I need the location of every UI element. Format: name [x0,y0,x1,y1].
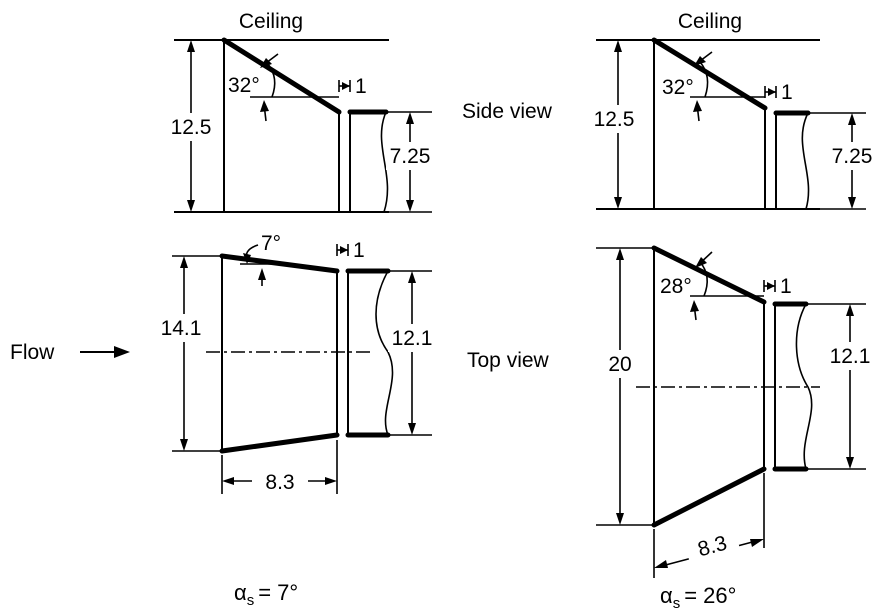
left-caption: αs= 7° [234,580,298,609]
side-view-label: Side view [462,100,553,123]
left-top-height-label: 14.1 [161,317,202,340]
dim-gap [596,350,644,378]
right-top-view: 20 28° 1 12.1 8.3 [596,245,876,578]
right-side-angle-label: 32° [662,76,694,99]
dim-arrow [187,40,195,52]
dim-gap [826,142,878,170]
right-side-height-label: 12.5 [594,108,635,131]
left-side-gap-label: 1 [355,75,367,98]
dim-gap [388,324,436,352]
dim-arrow [180,256,188,268]
dim-arrow [222,477,234,485]
dim-arrow [616,513,624,525]
flow-label: Flow [10,341,55,364]
left-top-angle-label: 7° [261,232,281,255]
dim-arrow [325,477,337,485]
left-side-break-line [380,111,389,213]
right-side-angle-arc [699,61,709,98]
angle-arrow [258,268,266,280]
dim-gap [386,142,434,170]
right-top-gap-label: 1 [780,275,792,298]
left-top-gap-label: 1 [353,239,365,262]
alpha-symbol: α [660,583,673,608]
dim-arrow [768,88,776,96]
right-ceiling-label: Ceiling [678,10,742,33]
right-caption: αs= 26° [660,583,736,612]
dim-arrow [846,457,854,469]
dim-arrow [846,304,854,316]
alpha-subscript: s [247,592,255,609]
left-top-length-label: 8.3 [265,471,294,494]
dim-arrow [767,282,775,290]
right-top-exit-height-label: 12.1 [830,345,871,368]
right-side-break-line [801,112,810,210]
left-side-view: Ceiling 12.5 32° 7.25 1 [168,10,434,213]
dim-arrow [340,246,348,254]
dim-arrow [342,82,350,90]
dim-arrow [848,113,856,125]
dim-arrow [406,200,414,212]
angle-arrow [243,253,251,264]
dim-arrow [408,271,416,283]
left-top-break-line [375,270,394,436]
dim-arrow [614,197,622,209]
dim-arrow [616,248,624,260]
angle-arrow [260,100,269,112]
right-side-view: Ceiling 12.5 32° 1 7.25 [590,10,878,210]
alpha-symbol: α [234,580,247,605]
dim-arrow [614,40,622,52]
dim-gap [824,342,876,370]
right-top-angle-arc [699,261,708,297]
angle-arrow [690,300,699,312]
right-caption-value: = 26° [684,583,736,608]
dim-arrow [406,112,414,124]
left-side-sloped-wall [221,37,342,115]
angle-arrow [693,100,702,112]
dim-gap [168,113,214,141]
angle-arrow [695,257,707,268]
dim-arrow [654,560,668,568]
left-top-exit-height-label: 12.1 [392,327,433,350]
dim-gap [252,468,308,494]
left-top-view: 14.1 Flow 7° 1 12.1 [10,232,436,494]
flow-arrow-head [114,346,130,358]
dim-arrow [180,439,188,451]
dim-arrow [848,197,856,209]
right-top-angle-label: 28° [660,275,692,298]
dim-gap [590,105,640,133]
angle-arrow [694,56,706,66]
alpha-subscript: s [673,595,681,612]
left-side-exit-height-label: 7.25 [390,145,431,168]
dim-gap [683,525,741,565]
top-view-label: Top view [467,349,550,372]
right-top-height-label: 20 [608,353,631,376]
dim-gap [154,314,206,342]
right-top-lower-wall [651,466,767,528]
dim-arrow [187,200,195,212]
angle-arrow [260,58,272,68]
dim-arrow [750,539,764,547]
right-top-upper-wall [651,245,767,305]
right-top-break-line [795,303,813,470]
left-caption-value: = 7° [258,580,298,605]
right-side-exit-height-label: 7.25 [832,145,873,168]
left-side-angle-label: 32° [228,74,260,97]
dim-arrow [408,423,416,435]
left-side-angle-arc [267,63,276,98]
left-ceiling-label: Ceiling [239,10,303,33]
left-side-height-label: 12.5 [171,116,212,139]
right-side-gap-label: 1 [781,81,793,104]
left-top-lower-wall [219,432,340,454]
